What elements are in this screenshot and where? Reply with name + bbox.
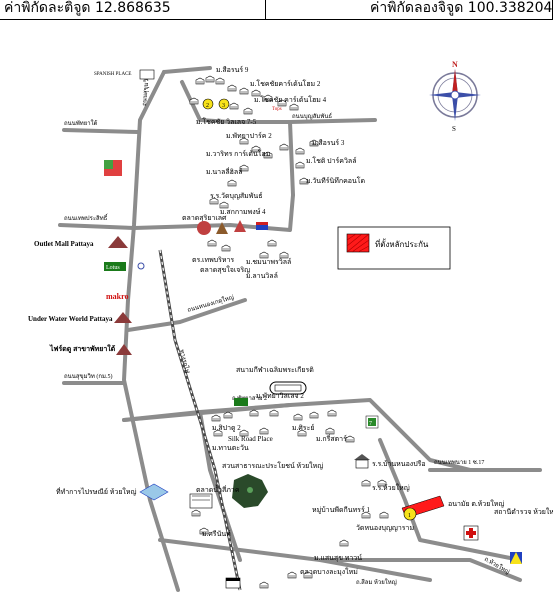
road-phattaya-tai bbox=[62, 128, 140, 134]
label-v-wat-bunyakan: วัดหนองบุญญาราม bbox=[356, 524, 414, 532]
direction-sign bbox=[510, 552, 522, 564]
label-v-siphadu: ม.สิปาดู 2 bbox=[212, 424, 241, 432]
road-label-pad-eng: ถ.พัทยาสาย 2 bbox=[232, 395, 267, 402]
label-v-cantiscorn: ม.วันทีร์นิทึกคอนโด bbox=[306, 176, 365, 185]
road-sukhumvit bbox=[122, 70, 180, 592]
label-v-srinan: ม.ศรีนันท์ bbox=[202, 530, 231, 538]
label-v-lahn: ม.ลานวิลล์ bbox=[246, 272, 278, 280]
gym-stadium bbox=[269, 381, 307, 395]
svg-text:2: 2 bbox=[206, 103, 209, 109]
market-icons bbox=[197, 220, 268, 235]
label-v-pattaya-temp: ม.พัทยาวิลเลจ 2 bbox=[256, 392, 304, 400]
road-label-sukhumvit: ถนนสุขุมวิท bbox=[141, 75, 151, 106]
road-label-sukhumvit-17: ถนนเทพนาย 1 ซ.17 bbox=[434, 459, 484, 466]
svg-text:1: 1 bbox=[408, 513, 411, 519]
hospital-icon bbox=[463, 525, 479, 541]
lotus-icon-lower bbox=[234, 398, 248, 406]
road-nong-ket bbox=[126, 298, 247, 332]
coordinates-header: ค่าพิกัดละติจูด 12.868635 ค่าพิกัดลองจิจ… bbox=[0, 0, 553, 20]
label-silk-road: Silk Road Place bbox=[228, 435, 273, 443]
label-v-sukhumvit-t: ม.แสนสุข ทาวน์ bbox=[314, 554, 362, 562]
label-v-police: สถานีตำรวจ ห้วยใหญ่ bbox=[494, 507, 553, 516]
label-v-nongprue: ร.ร.บ้านหนองปรือ bbox=[372, 460, 426, 468]
marker-site-1 bbox=[403, 507, 417, 521]
label-v-kreestar: ม.กรี่สตาร์ bbox=[316, 434, 347, 443]
svg-text:7: 7 bbox=[369, 421, 372, 427]
road-thepprasit bbox=[58, 223, 136, 230]
label-v-talad: ตลาดสุริยาเลศ bbox=[182, 214, 227, 222]
marker-2 bbox=[202, 98, 214, 110]
label-v-wichit: ม.วาริทร การ์เด้นโฮม bbox=[206, 149, 270, 158]
landmark-underwater-world: Under Water World Pattaya bbox=[28, 312, 132, 323]
label-tops: Tops bbox=[272, 107, 282, 112]
label-v-park: สวนสาธารณะประโยชน์ ห้วยใหญ่ bbox=[222, 461, 323, 470]
latitude-label: ค่าพิกัดละติจูด 12.868635 bbox=[4, 0, 171, 16]
label-v-chaiyapruek: ม.ชมนาพรวิลล์ bbox=[246, 258, 291, 266]
road-bottom bbox=[318, 558, 522, 582]
road-label-khao: ถ.สีลม ห้วยใหญ่ bbox=[356, 578, 397, 586]
landmark-lotus: Lotus bbox=[104, 262, 126, 271]
road-network bbox=[58, 66, 542, 592]
landmark-building-3: ไฟร์ดดู สาขาพัทยาใต้ bbox=[49, 344, 132, 355]
road-label-phattaya-tai: ถนนพัทยาใต้ bbox=[64, 119, 98, 127]
market-gate-icon bbox=[189, 493, 213, 509]
label-v-phrueksa: หมู่บ้านพีดกีนทรร์ 1 bbox=[312, 506, 370, 514]
legend: ที่ตั้งหลักประกัน bbox=[337, 226, 451, 270]
compass-rose: N S bbox=[429, 60, 481, 133]
svg-text:Outlet Mall Pattaya: Outlet Mall Pattaya bbox=[34, 240, 94, 248]
header-divider bbox=[265, 0, 266, 20]
label-v-sutrue-3: ม.สือรนร์ 3 bbox=[312, 139, 345, 147]
railway bbox=[158, 249, 242, 591]
landmark-spanish-place: SPANISH PLACE bbox=[94, 69, 155, 80]
road-loop bbox=[180, 80, 295, 197]
label-v-thaw: ที่ทำการไปรษณีย์ ห้วยใหญ่ bbox=[56, 487, 136, 496]
hospital-marker bbox=[137, 262, 145, 270]
school-icon bbox=[354, 454, 370, 469]
label-v-chaichote: ม.โชติ ปาร์ควิลล์ bbox=[306, 156, 357, 165]
road-pad-eng bbox=[122, 403, 292, 422]
label-v-chokchai-villa: ม.โชคชัย วิลเลจ 7-5 bbox=[196, 117, 257, 126]
label-v-naralee: ม.นาลลี่ฮิลล์ bbox=[206, 167, 243, 176]
road-top-diagonal bbox=[162, 66, 212, 74]
label-v-school-main: ร.ร.ห้วยใหญ่ bbox=[372, 483, 410, 492]
svg-text:Under Water World Pattaya: Under Water World Pattaya bbox=[28, 315, 113, 323]
label-v-chokchai-4: ม.โชคชัย คาร์เด้นโฮม 4 bbox=[254, 95, 327, 104]
label-v-tamasak: ตร.เทพบริหาร bbox=[192, 256, 234, 264]
road-label-sukhumvit-km: ถนนสุขุมวิท (กม.5) bbox=[64, 373, 112, 380]
header-rule bbox=[0, 19, 553, 20]
label-v-talad-huai: ตลาดบางละมุงใหม่ bbox=[300, 567, 358, 576]
road-lower-right bbox=[378, 438, 522, 562]
svg-text:ไฟร์ดดู สาขาพัทยาใต้: ไฟร์ดดู สาขาพัทยาใต้ bbox=[49, 344, 116, 354]
road-label-bunsamphan: ถนนบุญสัมพันธ์ bbox=[292, 112, 332, 120]
seven-eleven-icon: 7 bbox=[365, 415, 379, 429]
legend-site-label: ที่ตั้งหลักประกัน bbox=[375, 238, 429, 249]
svg-text:SPANISH PLACE: SPANISH PLACE bbox=[94, 72, 131, 77]
label-v-market-dam: ตลาดน้ำสี่ภาค bbox=[196, 483, 240, 494]
marker-3 bbox=[218, 98, 230, 110]
landmark-makro: makro bbox=[106, 292, 129, 301]
compass-south: S bbox=[452, 125, 456, 133]
label-v-kamphong-4: ม.สกกามพงษ์ 4 bbox=[220, 208, 266, 216]
longitude-label: ค่าพิกัดลองจิจูด 100.338204 bbox=[370, 0, 553, 16]
post-office-icon bbox=[139, 483, 169, 501]
label-v-sutrue-9: ม.สือรนร์ 9 bbox=[216, 66, 249, 74]
route-100-sign bbox=[225, 577, 241, 589]
label-v-gym: สนามกีฬาเฉลิมพระเกียรติ bbox=[236, 366, 314, 374]
svg-text:3: 3 bbox=[222, 103, 225, 109]
label-v-tanthawan: ม.ทานตะวัน bbox=[212, 444, 249, 452]
label-v-chokchai-2: ม.โชคชัยคาร์เด้นโฮม 2 bbox=[250, 79, 321, 88]
label-v-school-wat: ร.ร.วัดบุญสัมพันธ์ bbox=[210, 192, 262, 200]
road-label-thepprasit: ถนนเทพประสิทธิ์ bbox=[64, 213, 109, 222]
label-v-hospital: อนามัย ต.ห้วยใหญ่ bbox=[448, 499, 504, 508]
road-bunsamphan bbox=[288, 118, 377, 124]
label-v-phattaya-2: ม.พัทยาปาร์ค 2 bbox=[226, 132, 272, 140]
compass-north: N bbox=[452, 60, 458, 69]
label-v-sira: ม.ศิระย์ bbox=[292, 424, 314, 432]
svg-text:Lotus: Lotus bbox=[106, 265, 120, 271]
landmark-outlet-mall: Outlet Mall Pattaya bbox=[34, 236, 128, 248]
label-v-kraipetch: ตลาดสุขใจเจริญ bbox=[200, 265, 250, 274]
